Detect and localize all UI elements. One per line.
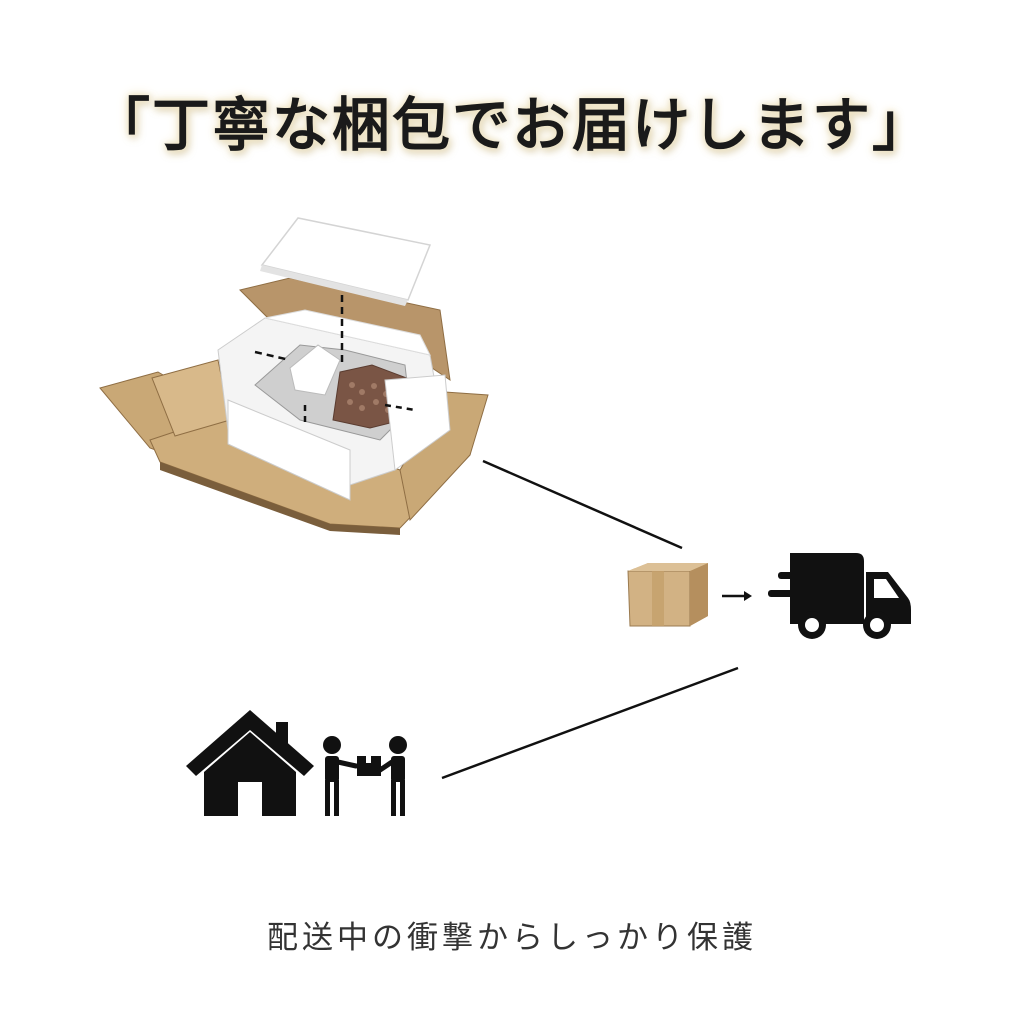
courier-handoff-icon bbox=[323, 736, 407, 816]
house-icon bbox=[186, 710, 314, 816]
connector-line-bottom bbox=[441, 666, 739, 780]
small-box-icon bbox=[627, 563, 708, 627]
caption: 配送中の衝撃からしっかり保護 bbox=[267, 920, 757, 956]
open-package-illustration bbox=[99, 217, 489, 535]
headline: 「丁寧な梱包でお届けします」 bbox=[91, 91, 932, 159]
delivery-truck-icon bbox=[768, 553, 911, 639]
arrow-icon bbox=[722, 591, 752, 601]
connector-line-top bbox=[482, 459, 683, 550]
